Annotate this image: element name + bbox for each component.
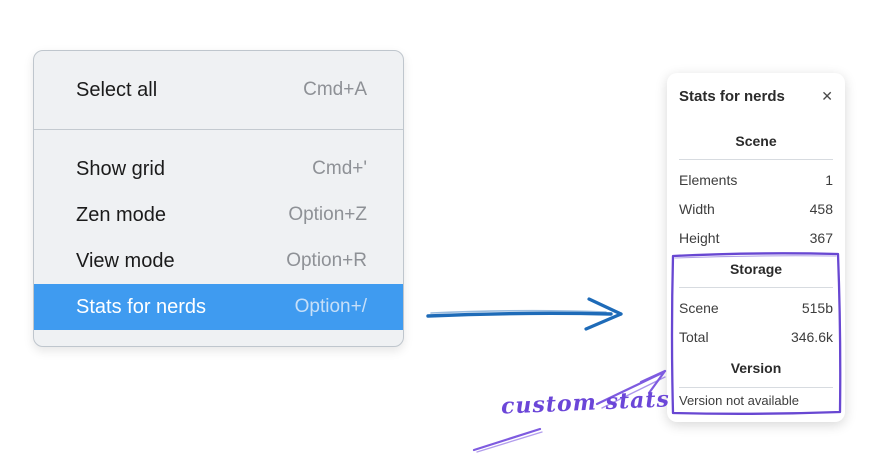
stats-section-scene: Scene Elements 1 Width 458 Height 367 (679, 132, 833, 252)
stat-value: 367 (809, 229, 833, 246)
close-icon[interactable]: ✕ (821, 88, 833, 104)
stat-value: 1 (825, 171, 833, 188)
stat-row-elements: Elements 1 (679, 165, 833, 194)
section-heading: Scene (735, 133, 777, 149)
menu-item-shortcut: Cmd+' (312, 158, 367, 179)
section-heading: Version (730, 360, 782, 376)
stats-section-version: Version Version not available (679, 359, 833, 408)
version-note: Version not available (679, 393, 799, 408)
menu-item-shortcut: Option+R (286, 250, 367, 271)
stat-label: Height (679, 229, 720, 246)
section-divider (679, 287, 833, 288)
menu-item-shortcut: Option+/ (294, 296, 367, 317)
stat-row-storage-total: Total 346.6k (679, 322, 833, 351)
stats-panel-header: Stats for nerds ✕ (679, 84, 833, 108)
pointer-arrow (426, 297, 623, 331)
stat-value: 515b (801, 299, 833, 316)
menu-item-label: Stats for nerds (76, 295, 207, 318)
menu-item-select-all[interactable]: Select all Cmd+A (34, 67, 403, 113)
section-heading: Storage (729, 261, 783, 277)
menu-item-label: Zen mode (76, 203, 167, 226)
stat-label: Width (679, 200, 715, 217)
menu-divider (34, 129, 403, 130)
stat-label: Elements (679, 171, 738, 188)
menu-item-shortcut: Option+Z (288, 204, 367, 225)
stat-label: Scene (679, 299, 719, 316)
menu-item-label: Select all (76, 78, 158, 101)
menu-item-stats-for-nerds[interactable]: Stats for nerds Option+/ (34, 284, 403, 330)
stat-value: 458 (809, 200, 833, 217)
menu-item-label: View mode (76, 249, 175, 272)
menu-item-view-mode[interactable]: View mode Option+R (34, 238, 403, 284)
stats-panel-title: Stats for nerds (679, 87, 785, 105)
stat-label: Total (679, 328, 709, 345)
menu-item-label: Show grid (76, 157, 165, 180)
stat-row-height: Height 367 (679, 223, 833, 252)
stats-section-storage: Storage Scene 515b Total 346.6k (679, 260, 833, 351)
menu-item-zen-mode[interactable]: Zen mode Option+Z (34, 192, 403, 238)
section-divider (679, 387, 833, 388)
stat-row-width: Width 458 (679, 194, 833, 223)
menu-item-shortcut: Cmd+A (303, 79, 367, 100)
menu-item-show-grid[interactable]: Show grid Cmd+' (34, 146, 403, 192)
stats-panel: Stats for nerds ✕ Scene Elements 1 Width… (667, 73, 845, 422)
stat-row-storage-scene: Scene 515b (679, 293, 833, 322)
menu-section-bottom: Show grid Cmd+' Zen mode Option+Z View m… (34, 130, 403, 346)
section-divider (679, 159, 833, 160)
custom-stats-label: custom stats (500, 386, 671, 420)
context-menu: Select all Cmd+A Show grid Cmd+' Zen mod… (33, 50, 404, 347)
stat-value: 346.6k (790, 328, 833, 345)
menu-section-top: Select all Cmd+A (34, 51, 403, 129)
